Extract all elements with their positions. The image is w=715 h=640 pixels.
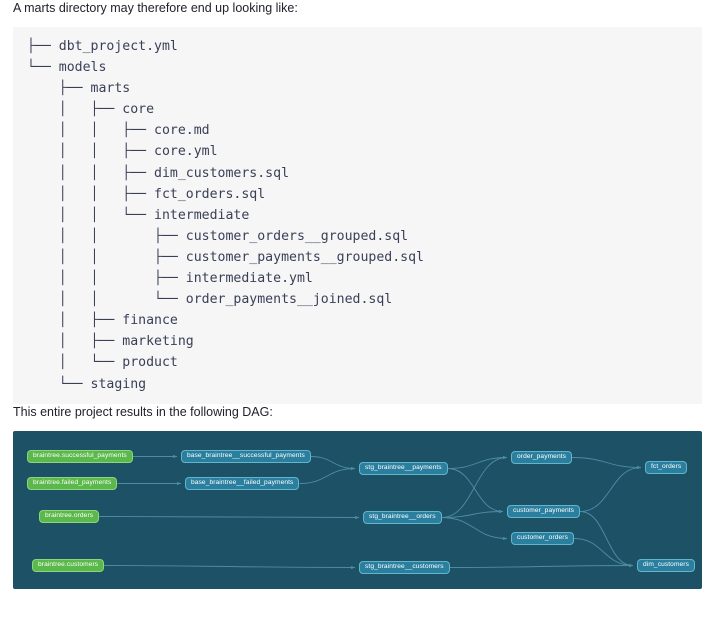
dag-node-order_payments[interactable]: order_payments	[511, 450, 573, 464]
dag-edge-braintree_orders-to-stg_braintree_orders	[99, 515, 360, 519]
dag-edge-stg_braintree_orders-to-order_payments	[441, 455, 508, 518]
dag-diagram: braintree.successful_payments braintree.f…	[13, 430, 702, 589]
dag-paragraph-text: This entire project results in the follo…	[13, 404, 273, 419]
dag-node-braintree_orders[interactable]: braintree.orders	[39, 509, 100, 523]
dag-node-stg_braintree_payments[interactable]: stg_braintree__payments	[359, 461, 448, 475]
dag-node-braintree_customers[interactable]: braintree.customers	[32, 558, 105, 572]
dag-edge-stg_braintree_payments-to-customer_payments	[447, 467, 504, 513]
dag-edge-base_braintree_failed_payments-to-stg_braintree_payments	[299, 466, 356, 484]
dag-node-braintree_failed_payments[interactable]: braintree.failed_payments	[27, 476, 118, 490]
dag-edge-braintree_customers-to-stg_braintree_customers	[104, 564, 356, 569]
dag-node-fct_orders[interactable]: fct_orders	[645, 460, 688, 474]
dag-edge-stg_braintree_customers-to-dim_customers	[449, 563, 634, 568]
directory-tree-text: ├── dbt_project.yml └── models ├── marts…	[27, 39, 424, 392]
intro-paragraph: A marts directory may therefore end up l…	[0, 0, 715, 16]
dag-node-dim_customers[interactable]: dim_customers	[637, 558, 696, 572]
dag-node-stg_braintree_orders[interactable]: stg_braintree__orders	[363, 510, 442, 524]
dag-node-stg_braintree_customers[interactable]: stg_braintree__customers	[359, 560, 450, 574]
intro-paragraph-text: A marts directory may therefore end up l…	[13, 1, 298, 15]
directory-tree-code-block: ├── dbt_project.yml └── models ├── marts…	[13, 27, 702, 404]
dag-edge-stg_braintree_orders-to-customer_payments	[441, 509, 504, 518]
dag-edge-order_payments-to-fct_orders	[572, 456, 642, 469]
dag-edges	[99, 454, 642, 569]
dag-node-customer_orders[interactable]: customer_orders	[511, 531, 574, 545]
dag-node-base_braintree_successful_payments[interactable]: base_braintree__successful_payments	[181, 449, 311, 463]
dag-node-braintree_successful_payments[interactable]: braintree.successful_payments	[27, 449, 133, 463]
dag-edge-stg_braintree_orders-to-customer_orders	[441, 516, 508, 540]
dag-edge-customer_orders-to-dim_customers	[573, 537, 634, 567]
dag-edge-base_braintree_successful_payments-to-stg_braintree_payments	[310, 455, 356, 470]
dag-edge-customer_payments-to-fct_orders	[580, 465, 642, 512]
dag-node-base_braintree_failed_payments[interactable]: base_braintree__failed_payments	[185, 476, 300, 490]
dag-paragraph: This entire project results in the follo…	[0, 404, 715, 420]
dag-edge-stg_braintree_payments-to-order_payments	[447, 455, 508, 469]
dag-edge-customer_payments-to-dim_customers	[580, 510, 634, 567]
dag-node-customer_payments[interactable]: customer_payments	[507, 504, 581, 518]
